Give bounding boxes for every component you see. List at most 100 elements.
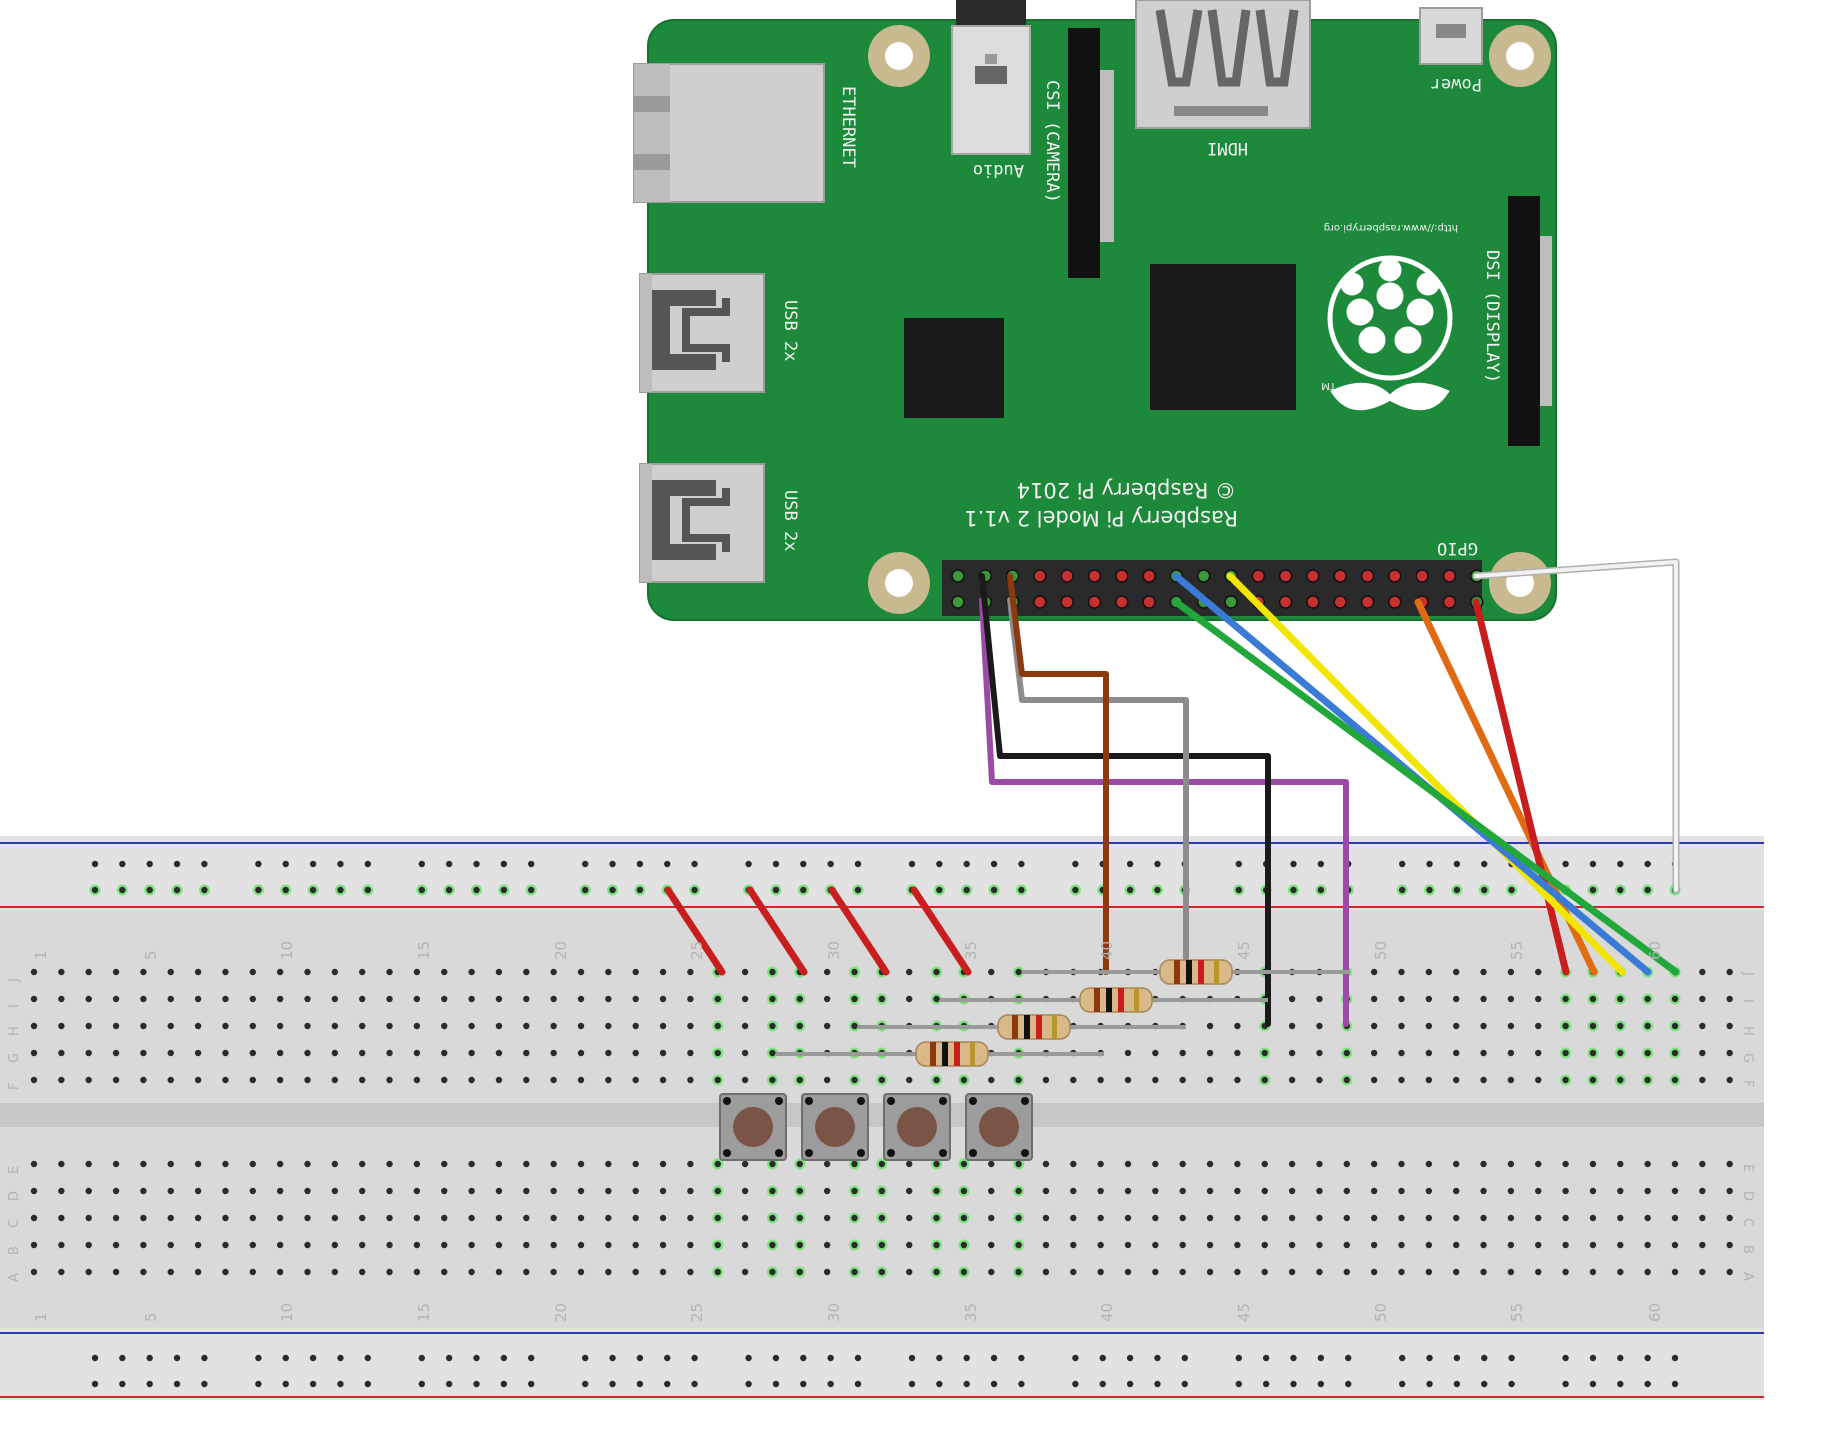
breadboard-hole	[386, 968, 393, 976]
breadboard-hole	[1699, 1241, 1706, 1249]
breadboard-hole	[1535, 1214, 1542, 1222]
pushbutton-1[interactable]	[719, 1093, 787, 1161]
breadboard-hole	[1124, 1241, 1132, 1249]
breadboard-hole	[386, 1049, 393, 1057]
pushbutton-3[interactable]	[883, 1093, 951, 1161]
gpio-pin	[1278, 569, 1293, 583]
breadboard-hole	[331, 1022, 339, 1030]
breadboard-hole	[468, 1214, 475, 1222]
rail-hole	[364, 1354, 371, 1362]
rail-hole	[1508, 886, 1515, 894]
breadboard-hole	[1398, 995, 1405, 1003]
breadboard-hole	[741, 1187, 749, 1195]
breadboard-hole	[30, 1187, 38, 1195]
breadboard-hole	[714, 1187, 721, 1195]
rail-hole	[1399, 860, 1406, 868]
breadboard-hole	[112, 1160, 120, 1168]
breadboard-hole	[30, 1268, 38, 1276]
breadboard-hole	[1453, 1049, 1460, 1057]
rail-hole	[146, 1380, 153, 1388]
breadboard-hole	[1699, 1160, 1706, 1168]
breadboard-hole	[222, 1076, 229, 1084]
rail-hole	[1426, 1354, 1433, 1362]
breadboard-hole	[140, 1241, 147, 1249]
gpio-pin	[1333, 595, 1347, 609]
rail-hole	[691, 860, 698, 868]
gpio-pin	[1278, 595, 1293, 609]
rail-hole	[963, 1380, 970, 1388]
breadboard-hole	[441, 1268, 448, 1276]
breadboard-hole	[1671, 995, 1679, 1003]
breadboard-hole	[1617, 1022, 1624, 1030]
breadboard-hole	[1234, 1187, 1241, 1195]
breadboard-hole	[1370, 1022, 1378, 1030]
breadboard-hole	[687, 1049, 694, 1057]
breadboard-hole	[1124, 1187, 1132, 1195]
breadboard-hole	[741, 1214, 749, 1222]
breadboard-hole	[1152, 1160, 1159, 1168]
breadboard-hole	[1343, 1241, 1351, 1249]
rail-hole	[1262, 1380, 1270, 1388]
breadboard-hole	[605, 1076, 612, 1084]
breadboard-hole	[1234, 1076, 1241, 1084]
breadboard-hole	[550, 1049, 557, 1057]
breadboard-bottom-rail	[0, 1328, 1764, 1400]
breadboard-hole	[194, 1241, 202, 1249]
breadboard-hole	[523, 1076, 530, 1084]
breadboard-hole	[249, 1049, 256, 1057]
breadboard-hole	[1726, 1049, 1733, 1057]
raspberry-logo	[1327, 255, 1453, 411]
breadboard-hole	[851, 1160, 858, 1168]
breadboard-hole	[1261, 1268, 1268, 1276]
breadboard-hole	[58, 1214, 65, 1222]
breadboard-hole	[1535, 1022, 1542, 1030]
breadboard-hole	[1179, 1241, 1186, 1249]
breadboard-hole	[441, 1049, 448, 1057]
breadboard-hole	[1261, 1241, 1268, 1249]
breadboard-hole	[386, 1187, 393, 1195]
breadboard-hole	[1671, 1214, 1679, 1222]
rail-hole	[1154, 1354, 1161, 1362]
breadboard-hole	[167, 1022, 174, 1030]
breadboard-hole	[933, 1268, 940, 1276]
breadboard-hole	[468, 1076, 475, 1084]
breadboard-hole	[112, 1268, 120, 1276]
breadboard-hole	[1124, 1160, 1132, 1168]
rail-hole	[445, 886, 453, 894]
rail-hole	[309, 1354, 317, 1362]
rail-hole	[473, 860, 480, 868]
breadboard-hole	[878, 1076, 886, 1084]
rail-hole	[1671, 1380, 1679, 1388]
breadboard-hole	[331, 1160, 339, 1168]
breadboard-hole	[550, 995, 557, 1003]
breadboard-hole	[632, 1160, 639, 1168]
pushbutton-2[interactable]	[801, 1093, 869, 1161]
breadboard-hole	[714, 1076, 721, 1084]
breadboard-hole	[331, 1214, 339, 1222]
breadboard-hole	[1617, 1268, 1624, 1276]
breadboard-hole	[605, 1187, 612, 1195]
breadboard-hole	[851, 995, 858, 1003]
rail-hole	[255, 1380, 262, 1388]
breadboard-hole	[1535, 1187, 1542, 1195]
breadboard-hole	[741, 995, 749, 1003]
gpio-pin	[1033, 595, 1047, 609]
breadboard-hole	[85, 1268, 92, 1276]
breadboard-hole	[714, 1241, 721, 1249]
rail-hole	[1562, 1354, 1569, 1362]
rail-hole	[1345, 1354, 1352, 1362]
breadboard-hole	[1343, 1076, 1351, 1084]
pushbutton-4[interactable]	[965, 1093, 1033, 1161]
breadboard-hole	[1288, 1049, 1296, 1057]
rail-hole	[636, 886, 644, 894]
breadboard-hole	[687, 1076, 694, 1084]
breadboard-hole	[140, 1049, 147, 1057]
mounting-holes	[868, 25, 1551, 614]
breadboard-hole	[1343, 1160, 1351, 1168]
rail-hole	[1589, 1354, 1597, 1362]
rail-hole	[691, 1380, 698, 1388]
breadboard-hole	[413, 1241, 421, 1249]
breadboard-hole	[1261, 1076, 1268, 1084]
breadboard-hole	[1507, 1241, 1515, 1249]
breadboard-hole	[741, 1076, 749, 1084]
